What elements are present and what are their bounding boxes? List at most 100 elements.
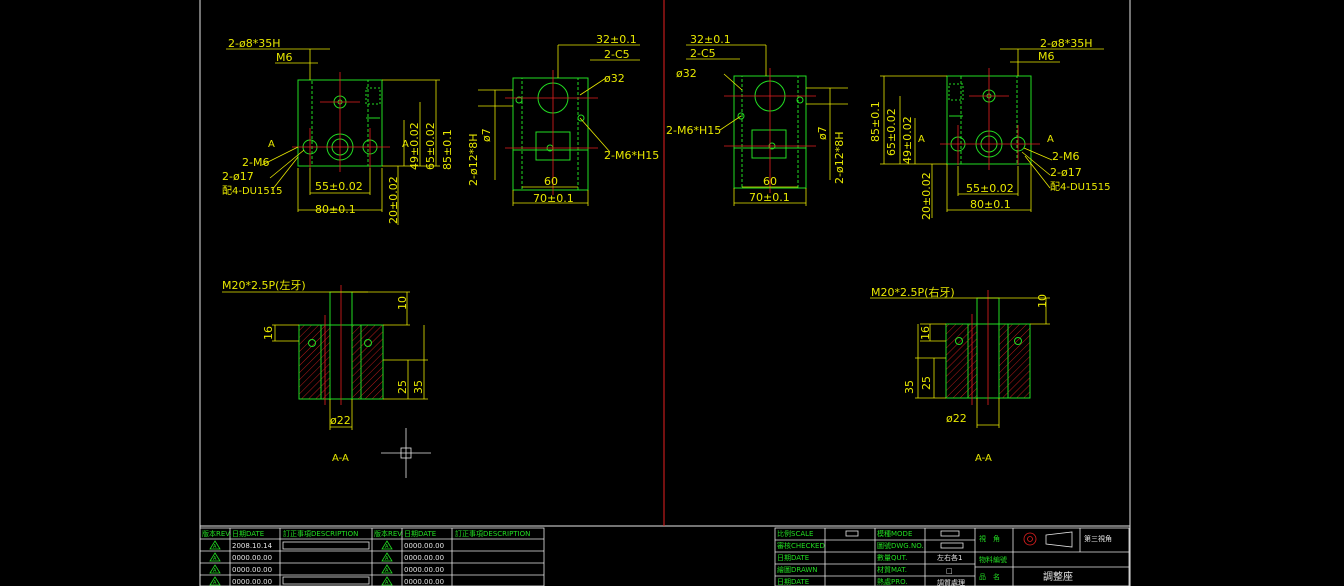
rs-section-d10: 10 <box>1036 294 1049 308</box>
tb-partno-label: 物料編號 <box>979 555 1007 564</box>
rev-row1-mark-2: A <box>385 544 389 550</box>
tb-proc-value: 調質處理 <box>937 578 965 586</box>
ls-width70-dim: 70±0.1 <box>533 192 574 205</box>
rv-bolt-dim: 2-M6 <box>1052 150 1079 163</box>
ls-chamfer-dim: 2-C5 <box>604 48 630 61</box>
rv-height65-dim: 65±0.02 <box>885 108 898 156</box>
left-width-dim: 80±0.1 <box>315 203 356 216</box>
rev-row3-mark-1: A <box>213 568 217 574</box>
right-section-view: M20*2.5P(右牙) 10 16 25 35 ø22 A-A <box>870 285 1050 464</box>
left-bore-dim: 2-ø17 <box>222 170 254 183</box>
tb-date-label: 日期DATE <box>777 554 809 562</box>
left-bushing-note: 配4-DU1515 <box>222 185 282 197</box>
left-spacing-dim: 55±0.02 <box>315 180 363 193</box>
rev-row1-date-1: 2008.10.14 <box>232 542 273 550</box>
rev-row3-date-2: 0000.00.00 <box>404 566 444 574</box>
tb-mode-label: 模種MODE <box>877 529 912 538</box>
ls-dia12-dim: 2-ø12*8H <box>467 134 480 186</box>
rv-height49-dim: 49±0.02 <box>901 116 914 164</box>
tb-name-label: 品 名 <box>979 572 1000 581</box>
ls-section-dia22: ø22 <box>330 414 351 427</box>
rs-section-dia22: ø22 <box>946 412 967 425</box>
ls-dia32-dim: ø32 <box>604 72 625 85</box>
rs-section-label: A-A <box>975 453 992 464</box>
rv-section-mark-a2: A <box>918 134 925 145</box>
rev-row3-date-1: 0000.00.00 <box>232 566 272 574</box>
right-front-view: 2-ø8*35H M6 85±0.1 65±0.02 49±0.02 20±0.… <box>869 37 1110 220</box>
rev-header-desc-1: 訂正事項DESCRIPTION <box>283 529 358 538</box>
rv-offset20-dim: 20±0.02 <box>920 172 933 220</box>
rev-row2-mark-1: A <box>213 556 217 562</box>
rev-header-desc-2: 訂正事項DESCRIPTION <box>455 529 530 538</box>
rev-row4-mark-1: A <box>213 580 217 586</box>
tb-drawn-label: 繪圖DRAWN <box>777 565 818 574</box>
tb-part-name: 調整座 <box>1043 570 1073 583</box>
rev-row1-date-2: 0000.00.00 <box>404 542 444 550</box>
drawing-frame <box>199 0 1131 586</box>
rev-header-rev-1: 版本REV. <box>202 529 231 538</box>
rev-row3-mark-2: A <box>385 568 389 574</box>
rev-row2-date-1: 0000.00.00 <box>232 554 272 562</box>
rev-row4-date-1: 0000.00.00 <box>232 578 272 586</box>
rev-header-date-2: 日期DATE <box>404 530 436 538</box>
rs-tap-dim: 2-M6*H15 <box>666 124 721 137</box>
rev-row2-date-2: 0000.00.00 <box>404 554 444 562</box>
left-bolt-dim: 2-M6 <box>242 156 269 169</box>
tb-mat-label: 材質MAT. <box>877 565 907 574</box>
rv-thread-dim: M6 <box>1038 50 1055 63</box>
ls-top32-dim: 32±0.1 <box>596 33 637 46</box>
rev-row4-date-2: 0000.00.00 <box>404 578 444 586</box>
tb-date2-label: 日期DATE <box>777 578 809 586</box>
rev-row1-mark-1: A <box>213 544 217 550</box>
rv-bore-dim: 2-ø17 <box>1050 166 1082 179</box>
tb-checked-label: 審核CHECKED <box>777 541 825 550</box>
rev-row4-mark-2: A <box>385 580 389 586</box>
rv-height85-dim: 85±0.1 <box>869 101 882 142</box>
rs-top32-dim: 32±0.1 <box>690 33 731 46</box>
ls-width60-dim: 60 <box>544 175 558 188</box>
left-section-mark-a2: A <box>402 139 409 150</box>
rv-holes-dim: 2-ø8*35H <box>1040 37 1092 50</box>
left-front-view: 2-ø8*35H M6 55±0.02 80±0.1 85±0.1 65±0.0… <box>222 37 454 225</box>
tb-proc-label: 熱處PRO. <box>877 577 908 586</box>
rs-chamfer-dim: 2-C5 <box>690 47 716 60</box>
left-section-view: M20*2.5P(左牙) 10 16 25 35 ø22 A-A <box>222 279 428 464</box>
left-height85-dim: 85±0.1 <box>441 129 454 170</box>
ls-tap-dim: 2-M6*H15 <box>604 149 659 162</box>
rv-spacing-dim: 55±0.02 <box>966 182 1014 195</box>
rv-width-dim: 80±0.1 <box>970 198 1011 211</box>
rs-section-thread: M20*2.5P(右牙) <box>871 285 955 299</box>
tb-view-value: 第三視角 <box>1084 534 1112 543</box>
left-thread-dim: M6 <box>276 51 293 64</box>
rs-section-d25: 25 <box>920 376 933 390</box>
left-section-mark-a: A <box>268 139 275 150</box>
ls-section-d25: 25 <box>396 380 409 394</box>
tb-scale-label: 比例SCALE <box>777 529 813 538</box>
ucs-crosshair-icon <box>381 428 431 478</box>
ls-section-d35: 35 <box>412 380 425 394</box>
rev-header-date-1: 日期DATE <box>232 530 264 538</box>
left-height65-dim: 65±0.02 <box>424 122 437 170</box>
rv-bushing-note: 配4-DU1515 <box>1050 181 1110 193</box>
rs-dia12-dim: 2-ø12*8H <box>833 132 846 184</box>
rev-row2-mark-2: A <box>385 556 389 562</box>
right-side-view: 32±0.1 2-C5 ø32 2-M6*H15 ø7 2-ø12*8H 60 … <box>666 33 848 206</box>
rev-header-rev-2: 版本REV. <box>374 529 403 538</box>
ls-section-thread: M20*2.5P(左牙) <box>222 279 306 292</box>
tb-qty-label: 數量QUT. <box>877 553 907 562</box>
tb-dwgno-label: 圖號DWG.NO. <box>877 541 924 550</box>
left-side-view: 32±0.1 2-C5 ø32 2-ø12*8H ø7 60 70±0.1 2-… <box>467 33 659 206</box>
third-angle-projection-icon <box>1023 531 1073 548</box>
ls-dia7-dim: ø7 <box>480 128 493 142</box>
left-holes-dim: 2-ø8*35H <box>228 37 280 50</box>
rs-dia7-dim: ø7 <box>816 126 829 140</box>
left-height49-dim: 49±0.02 <box>408 122 421 170</box>
tb-mat-value: □ <box>946 567 953 575</box>
tb-qty-value: 左右各1 <box>937 553 962 562</box>
rs-dia32-dim: ø32 <box>676 67 697 80</box>
ls-section-d10: 10 <box>396 296 409 310</box>
rs-width60-dim: 60 <box>763 175 777 188</box>
revision-table: 版本REV. 日期DATE 訂正事項DESCRIPTION 版本REV. 日期D… <box>199 527 545 586</box>
tb-view-label: 視 角 <box>979 534 1000 543</box>
